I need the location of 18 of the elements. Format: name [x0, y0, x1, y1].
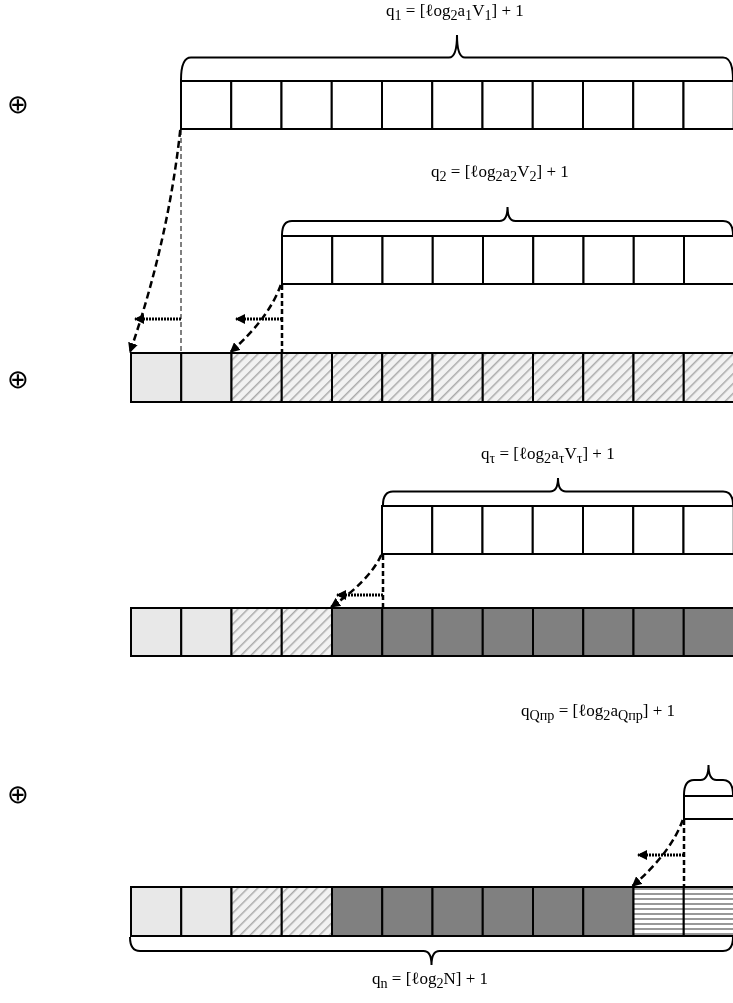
- formula: q$_{1}$ = [ℓog$_{2}$a$_{1}$V$_{1}$] + 1: [386, 1, 524, 23]
- arrow: [229, 284, 282, 353]
- formula: q$_{Qпр}$ = [ℓog$_{2}$a$_{Qпр}$] + 1: [521, 701, 676, 723]
- xor-symbol: ⊕: [7, 782, 29, 808]
- register-bar: [280, 235, 733, 285]
- register-bar: [130, 886, 733, 937]
- register-bar: [682, 795, 733, 820]
- register-bar: [180, 80, 733, 130]
- formula: q$_{τ}$ = [ℓog$_{2}$a$_{τ}$V$_{τ}$] + 1: [481, 444, 615, 466]
- arrow: [330, 554, 383, 609]
- formula: q$_{2}$ = [ℓog$_{2}$a$_{2}$V$_{2}$] + 1: [431, 162, 569, 184]
- register-bar: [381, 505, 733, 555]
- register-bar: [130, 352, 733, 403]
- arrow: [631, 819, 684, 887]
- xor-symbol: ⊕: [7, 92, 29, 118]
- register-bar: [130, 607, 733, 657]
- xor-symbol: ⊕: [7, 367, 29, 393]
- formula: q$_{n}$ = [ℓog$_{2}$N] + 1: [372, 969, 489, 991]
